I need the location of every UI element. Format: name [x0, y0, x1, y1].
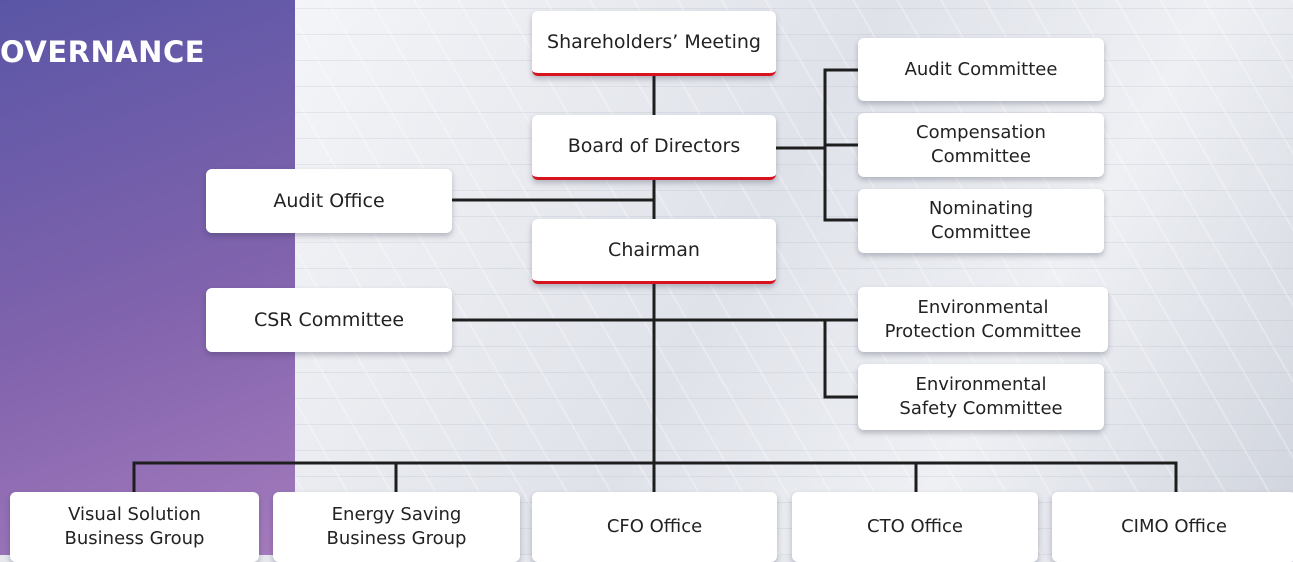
node-audit-office: Audit Office: [206, 169, 452, 233]
node-visual-solution-group: Visual Solution Business Group: [10, 492, 259, 562]
page-title: OVERNANCE: [0, 35, 206, 69]
node-env-safety-committee: Environmental Safety Committee: [858, 364, 1104, 430]
node-cto-office: CTO Office: [792, 492, 1038, 562]
node-cfo-office: CFO Office: [532, 492, 777, 562]
node-nominating-committee: Nominating Committee: [858, 189, 1104, 253]
node-energy-saving-group: Energy Saving Business Group: [273, 492, 520, 562]
node-cimo-office: CIMO Office: [1052, 492, 1293, 562]
node-audit-committee: Audit Committee: [858, 38, 1104, 101]
node-compensation-committee: Compensation Committee: [858, 113, 1104, 177]
node-csr-committee: CSR Committee: [206, 288, 452, 352]
node-shareholders-meeting: Shareholders’ Meeting: [532, 11, 776, 76]
node-board-of-directors: Board of Directors: [532, 115, 776, 180]
node-env-protection-committee: Environmental Protection Committee: [858, 287, 1108, 352]
node-chairman: Chairman: [532, 219, 776, 284]
